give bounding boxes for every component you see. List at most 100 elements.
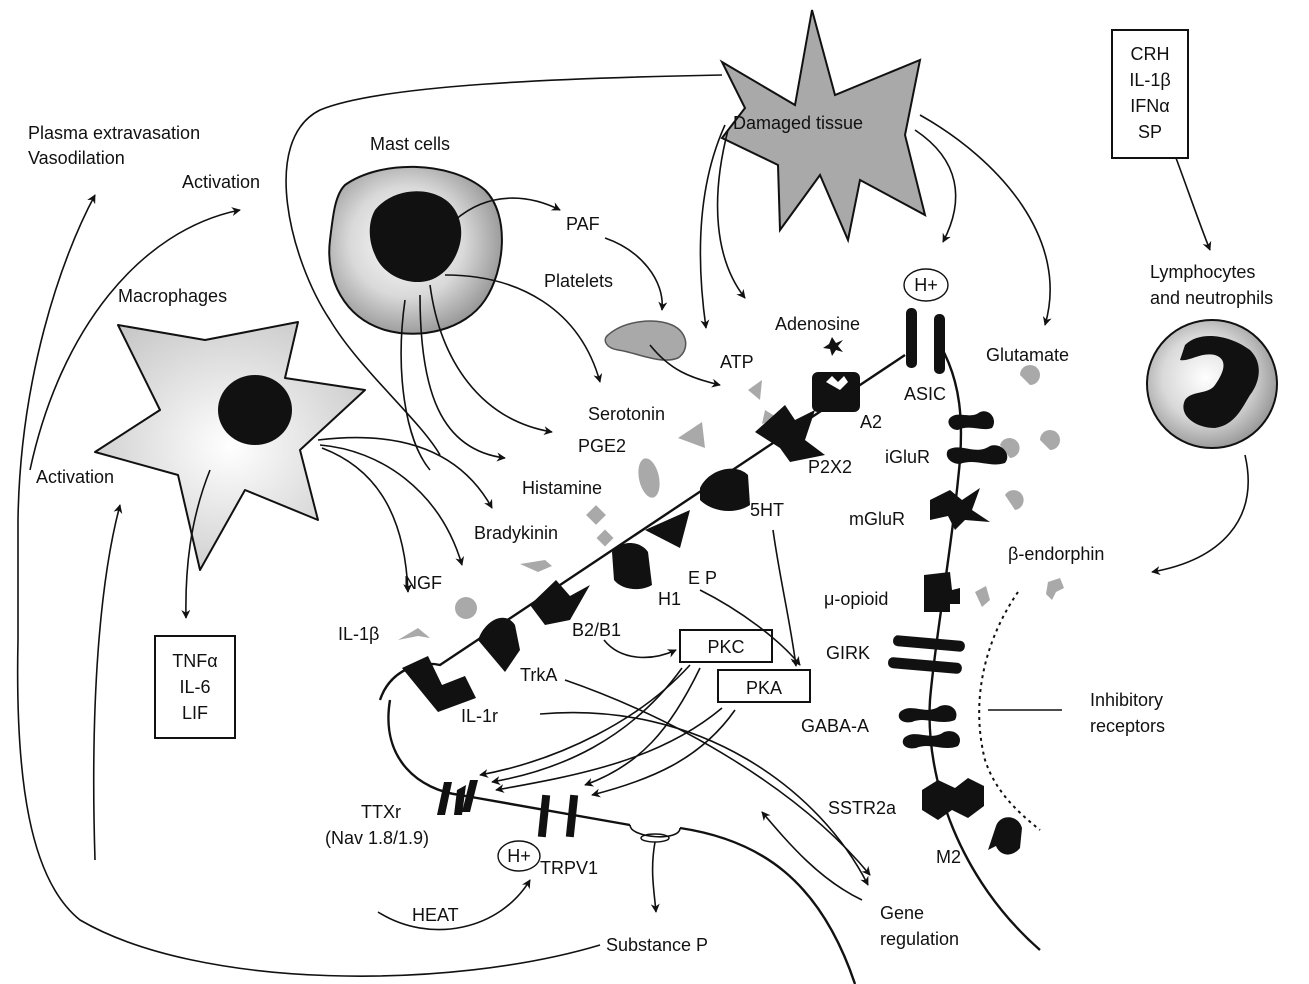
sstr2a-receptor: [922, 778, 984, 820]
heat-label: HEAT: [412, 905, 459, 925]
adenosine-label: Adenosine: [775, 314, 860, 334]
arrow-5ht-to-pka: [773, 530, 796, 666]
axon-lower-membrane: [388, 700, 630, 825]
bradykinin-shape: [520, 560, 552, 572]
arrow-dt-to-atp: [700, 125, 725, 328]
lif-label: LIF: [182, 703, 208, 723]
crh-label: CRH: [1131, 44, 1170, 64]
arrow-to-substance-p: [653, 842, 656, 912]
sp-label: SP: [1138, 122, 1162, 142]
m2-label: M2: [936, 847, 961, 867]
h1-receptor: [612, 543, 652, 589]
gaba-a-receptor-1: [899, 705, 957, 722]
mgluR-receptor: [930, 488, 990, 530]
bradykinin-label: Bradykinin: [474, 523, 558, 543]
glutamate-wedge-1: [1020, 365, 1040, 385]
trka-receptor: [478, 618, 520, 672]
asic-label: ASIC: [904, 384, 946, 404]
il1r-label: IL-1r: [461, 706, 498, 726]
p2x2-label: P2X2: [808, 457, 852, 477]
igluR-receptor: [947, 445, 1008, 464]
arrow-pkc-to-ttxr: [480, 665, 690, 775]
arrow-to-ngf-2: [320, 445, 462, 565]
substance-p-loop-inner: [94, 505, 120, 860]
receptors-label: receptors: [1090, 716, 1165, 736]
pge2-oval: [635, 456, 663, 499]
mu-opioid-ligand: [975, 586, 990, 607]
h1-label: H1: [658, 589, 681, 609]
mu-opioid-label: μ-opioid: [824, 589, 888, 609]
igluR-label: iGluR: [885, 447, 930, 467]
regulation-label: regulation: [880, 929, 959, 949]
nav-label: (Nav 1.8/1.9): [325, 828, 429, 848]
a2-receptor: [812, 372, 860, 412]
igluR-upper: [948, 411, 994, 430]
atp-triangle-1: [748, 380, 762, 400]
adenosine-star-icon: [823, 337, 843, 356]
histamine-diamond-2: [597, 530, 614, 547]
glutamate-label: Glutamate: [986, 345, 1069, 365]
atp-label: ATP: [720, 352, 754, 372]
arrow-pka-to-trpv1: [592, 710, 735, 795]
arrow-lymphocytes-to-endorphin: [1152, 455, 1248, 572]
platelets-label: Platelets: [544, 271, 613, 291]
girk-bar-1: [893, 635, 966, 652]
girk-label: GIRK: [826, 643, 870, 663]
arrow-dt-to-h: [915, 130, 956, 242]
mast-cell: [329, 167, 502, 334]
asic-channel-right: [934, 314, 945, 374]
inhibitory-dotted-arc: [979, 592, 1040, 830]
arrow-dt-to-adenosine: [718, 130, 745, 298]
b2b1-label: B2/B1: [572, 620, 621, 640]
neutrophils-label: and neutrophils: [1150, 288, 1273, 308]
pka-label: PKA: [746, 678, 782, 698]
plasma-extravasation-label: Plasma extravasation: [28, 123, 200, 143]
mast-cells-label: Mast cells: [370, 134, 450, 154]
sstr2a-label: SSTR2a: [828, 798, 897, 818]
histamine-diamond: [586, 505, 606, 525]
ngf-label: NGF: [404, 573, 442, 593]
lymphocyte-cell: [1147, 320, 1277, 448]
trka-label: TrkA: [520, 665, 557, 685]
h-plus-bottom-label: H+: [507, 846, 531, 866]
beta-endorphin-ligand: [1046, 578, 1064, 600]
arrow-pka-to-ttxr: [496, 708, 722, 790]
ifn-alpha-label: IFNα: [1130, 96, 1169, 116]
gaba-a-receptor-2: [903, 731, 960, 748]
glutamate-wedge-4: [1005, 490, 1024, 510]
glutamate-wedge-2: [1040, 430, 1060, 450]
trpv1-label: TRPV1: [540, 858, 598, 878]
beta-endorphin-label: β-endorphin: [1008, 544, 1104, 564]
5ht-label: 5HT: [750, 500, 784, 520]
macrophages-label: Macrophages: [118, 286, 227, 306]
serotonin-triangle: [678, 422, 705, 448]
platelet: [605, 321, 685, 360]
il6-label: IL-6: [179, 677, 210, 697]
arrow-b2-to-pkc: [604, 640, 676, 657]
activation-top-label: Activation: [182, 172, 260, 192]
m2-receptor: [988, 817, 1022, 854]
il1b-chevron: [398, 628, 430, 640]
arrow-to-ngf: [322, 448, 408, 592]
axon-continuation: [680, 828, 855, 984]
arrow-box-to-lymphocytes: [1176, 158, 1210, 250]
tnf-alpha-label: TNFα: [172, 651, 217, 671]
mgluR-label: mGluR: [849, 509, 905, 529]
girk-bar-2: [888, 657, 963, 674]
vesicle-release: [630, 825, 680, 837]
ep-label: E P: [688, 568, 717, 588]
5ht-receptor: [700, 469, 750, 511]
ep-receptor: [645, 510, 690, 548]
gaba-a-label: GABA-A: [801, 716, 869, 736]
ngf-circle: [455, 597, 477, 619]
inhibitory-label: Inhibitory: [1090, 690, 1163, 710]
serotonin-label: Serotonin: [588, 404, 665, 424]
il1b-ligand-label: IL-1β: [338, 624, 379, 644]
h-plus-top-label: H+: [914, 275, 938, 295]
vesicle-pore: [641, 834, 669, 842]
bradykinin-receptor: [530, 580, 590, 625]
pkc-label: PKC: [707, 637, 744, 657]
trpv1-channel-left: [538, 795, 550, 838]
arrow-paf-to-platelet: [605, 238, 662, 310]
